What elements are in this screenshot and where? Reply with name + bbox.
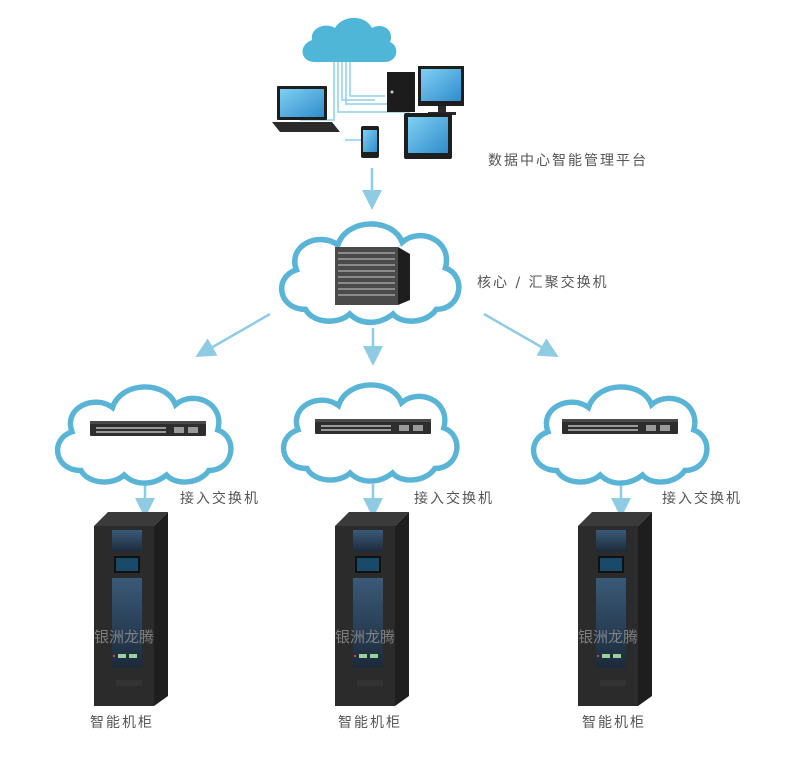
- desktop-tower-icon: [387, 72, 415, 112]
- monitor-icon: [418, 66, 464, 115]
- tablet-icon: [404, 113, 452, 159]
- smart-cabinet-icon-3: [578, 512, 652, 706]
- phone-icon: [361, 126, 379, 158]
- smart-cabinet-icon-1: [94, 512, 168, 706]
- rack-switch-icon-2: [315, 419, 431, 434]
- arrow-core-to-access-1: [195, 312, 271, 357]
- access-switch-label-1: 接入交换机: [180, 491, 260, 507]
- connection-arrows: [135, 168, 631, 518]
- watermark-1: 银洲龙腾: [94, 628, 154, 646]
- chassis-switch-icon: [335, 247, 410, 305]
- watermark-3: 银洲龙腾: [578, 628, 638, 646]
- core-switch-label: 核心 / 汇聚交换机: [477, 275, 609, 291]
- rack-switch-icon-1: [90, 421, 206, 436]
- smart-cabinet-icon-2: [335, 512, 409, 706]
- access-switch-cloud-3: [534, 387, 707, 483]
- platform-label: 数据中心智能管理平台: [488, 153, 648, 169]
- cabinet-label-1: 智能机柜: [90, 715, 154, 731]
- laptop-icon: [272, 86, 340, 132]
- cabinet-label-3: 智能机柜: [582, 715, 646, 731]
- cloud-icon: [302, 17, 397, 62]
- cable-lines: [300, 62, 410, 141]
- access-switch-label-3: 接入交换机: [662, 491, 742, 507]
- arrow-core-to-access-3: [483, 312, 559, 357]
- watermark-2: 银洲龙腾: [335, 628, 395, 646]
- cabinet-label-2: 智能机柜: [338, 715, 402, 731]
- rack-switch-icon-3: [562, 419, 678, 434]
- management-platform-group: [272, 17, 464, 159]
- access-switch-label-2: 接入交换机: [414, 491, 494, 507]
